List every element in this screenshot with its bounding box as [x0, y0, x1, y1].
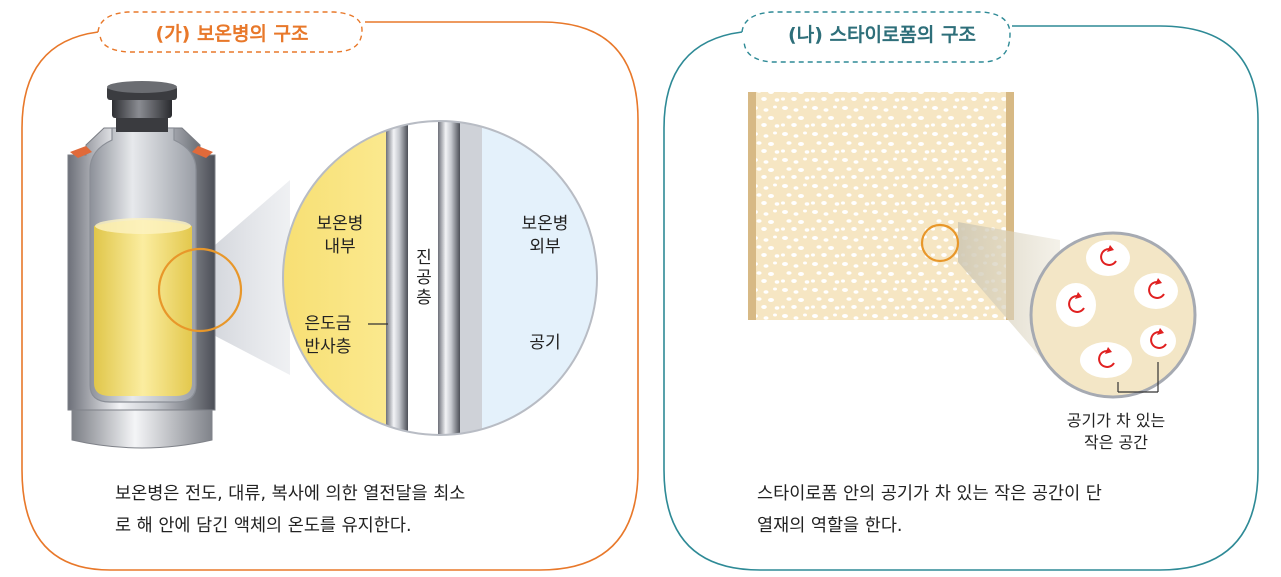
coating-label-line1: 은도금 — [304, 314, 352, 334]
zoom-cone — [200, 180, 290, 375]
air-pocket-label-line2: 작은 공간 — [1084, 433, 1148, 452]
thermos-bottle — [67, 81, 243, 449]
focus-ring-b — [920, 223, 960, 263]
styrofoam-block — [748, 92, 1014, 320]
focus-ring-a — [157, 247, 243, 333]
panel-b-title: (나) 스타이로폼의 구조 — [788, 24, 976, 46]
panel-b-caption-line2: 열재의 역할을 한다. — [757, 516, 903, 536]
inside-label-line2: 내부 — [324, 237, 356, 257]
inside-label-line1: 보온병 — [316, 214, 364, 234]
air-pocket-label-line1: 공기가 차 있는 — [1066, 411, 1166, 430]
panel-a-caption-line2: 로 해 안에 담긴 액체의 온도를 유지한다. — [115, 516, 412, 536]
coating-label: 은도금 반사층 — [293, 313, 363, 359]
inside-label: 보온병 내부 — [300, 213, 380, 259]
air-label: 공기 — [529, 333, 561, 353]
panel-a-title: (가) 보온병의 구조 — [155, 23, 309, 45]
panel-b-frame — [663, 11, 1259, 571]
panel-a-frame — [21, 11, 639, 571]
outside-label-line2: 외부 — [529, 237, 561, 257]
vacuum-label: 진공층 — [416, 248, 432, 308]
panel-b-caption: 스타이로폼 안의 공기가 차 있는 작은 공간이 단 열재의 역할을 한다. — [757, 478, 1102, 542]
air-pocket-zoom — [1029, 231, 1197, 399]
panel-b-caption-line1: 스타이로폼 안의 공기가 차 있는 작은 공간이 단 — [757, 484, 1102, 504]
outside-label-line1: 보온병 — [521, 214, 569, 234]
air-pocket-leader-line — [1117, 362, 1159, 393]
zoom-cross-section — [283, 121, 597, 435]
outside-label: 보온병 외부 — [505, 213, 585, 259]
coating-label-line2: 반사층 — [304, 337, 352, 357]
panel-a-caption: 보온병은 전도, 대류, 복사에 의한 열전달을 최소 로 해 안에 담긴 액체… — [115, 478, 465, 542]
panel-a-caption-line1: 보온병은 전도, 대류, 복사에 의한 열전달을 최소 — [115, 484, 466, 504]
air-pocket-label: 공기가 차 있는 작은 공간 — [1046, 410, 1186, 454]
